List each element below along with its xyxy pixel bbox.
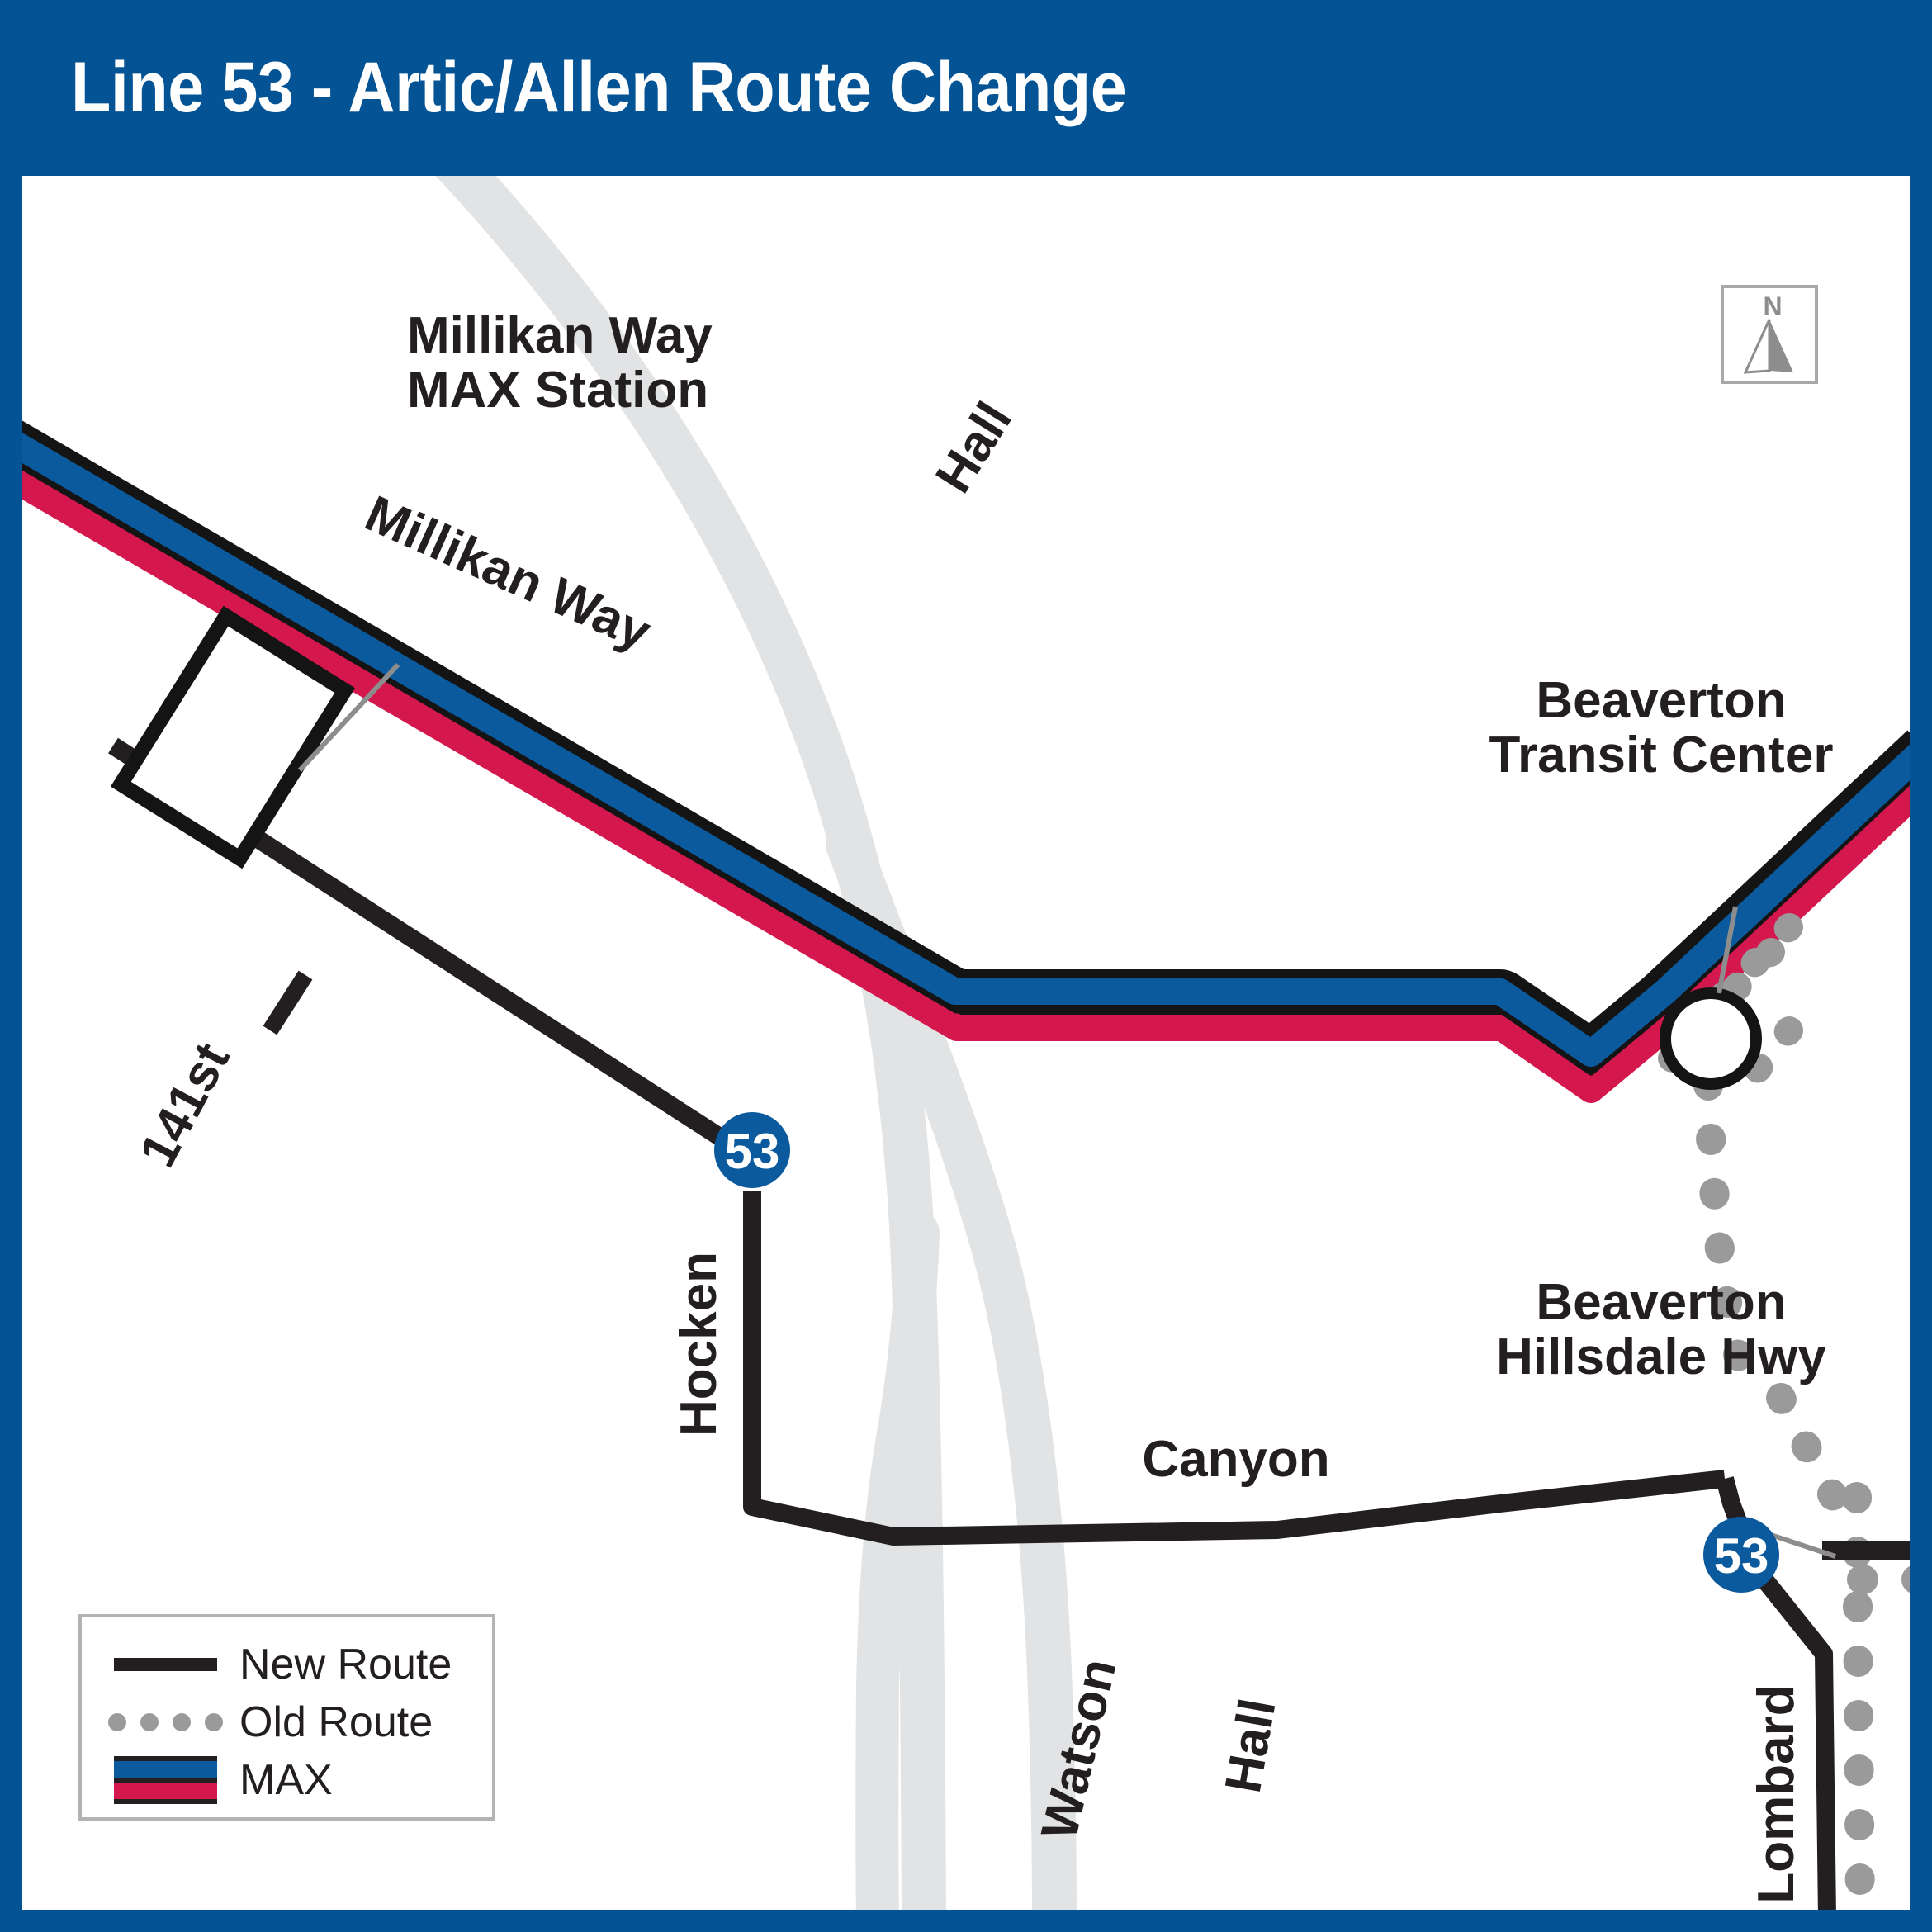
legend-label-new-route: New Route	[239, 1641, 452, 1688]
max-line-red	[22, 469, 1910, 1103]
legend-item-old-route: Old Route	[108, 1693, 492, 1751]
route-badge-bh-hwy-circle	[1703, 1517, 1779, 1593]
north-arrow-icon	[1743, 319, 1793, 374]
beaverton-transit-center-label-line1: Beaverton	[1536, 672, 1786, 729]
old-route-swatch-icon	[108, 1713, 223, 1731]
route-badge-hocken[interactable]: 53	[714, 1112, 790, 1188]
old-route-southeast	[1766, 1383, 1865, 1545]
141st-label: 141st	[129, 1034, 240, 1176]
hall-road-lower-shape	[826, 822, 1077, 1910]
beaverton-hillsdale-hwy-label-line2: Hillsdale Hwy	[1496, 1328, 1826, 1385]
place-labels-layer: Millikan Way MAX Station Beaverton Trans…	[407, 307, 1833, 1385]
max-swatch-icon	[110, 1756, 221, 1804]
millikan-way-station-marker[interactable]	[110, 605, 356, 869]
legend-item-max: MAX	[110, 1751, 492, 1809]
legend-label-max: MAX	[239, 1756, 333, 1804]
watson-road-shape	[855, 1211, 940, 1910]
canyon-label: Canyon	[1142, 1431, 1329, 1488]
old-route-tc-right	[1738, 1016, 1803, 1090]
map-legend: New Route Old Route MAX	[78, 1614, 495, 1821]
millikan-station-leader	[297, 662, 400, 773]
141st-road	[263, 970, 313, 1035]
bh-hwy-road	[1757, 1574, 1836, 1910]
hall-lower-label: Hall	[1215, 1694, 1287, 1797]
background-roads-layer	[435, 176, 1077, 1910]
route-badge-bh-hwy[interactable]: 53	[1703, 1517, 1779, 1593]
legend-item-new-route: New Route	[110, 1636, 492, 1693]
transit-center-leader	[1717, 906, 1738, 994]
beaverton-transit-center-marker[interactable]	[1660, 987, 1762, 1090]
route-badge-hocken-label: 53	[725, 1124, 780, 1179]
max-line-separator	[22, 462, 1910, 1076]
poster-header: Line 53 - Artic/Allen Route Change	[0, 0, 1932, 176]
old-route-south	[1693, 1069, 1764, 1413]
beaverton-transit-center-label-line2: Transit Center	[1489, 727, 1834, 784]
max-line-layer	[22, 420, 1910, 1103]
lombard-label: Lombard	[1748, 1684, 1805, 1903]
hall-road-shape	[435, 176, 946, 1910]
station-markers-layer	[110, 605, 1762, 1090]
hocken-label: Hocken	[670, 1252, 727, 1437]
millikan-way-label: Millikan Way	[357, 485, 659, 662]
max-line-blue	[22, 433, 1910, 1067]
millikan-way-station-label-line1: Millikan Way	[407, 307, 713, 364]
page-title: Line 53 - Artic/Allen Route Change	[71, 48, 1127, 127]
hall-upper-label: Hall	[925, 393, 1023, 503]
compass-rose: N	[1721, 285, 1818, 384]
legend-label-old-route: Old Route	[239, 1698, 433, 1746]
compass-north-label: N	[1763, 291, 1783, 321]
beaverton-hillsdale-hwy-label-line1: Beaverton	[1536, 1274, 1786, 1331]
hocken-canyon-road	[743, 1191, 1726, 1546]
new-route-swatch-icon	[110, 1658, 221, 1671]
millikan-way-station-label-line2: MAX Station	[407, 362, 708, 419]
map-graphic[interactable]: 53 53 Millikan Way MAX Station Beaverton…	[22, 176, 1910, 1910]
route-badge-hocken-circle	[714, 1112, 790, 1188]
leader-lines-layer	[297, 662, 1836, 1559]
route-badge-bh-hwy-label: 53	[1714, 1528, 1769, 1584]
